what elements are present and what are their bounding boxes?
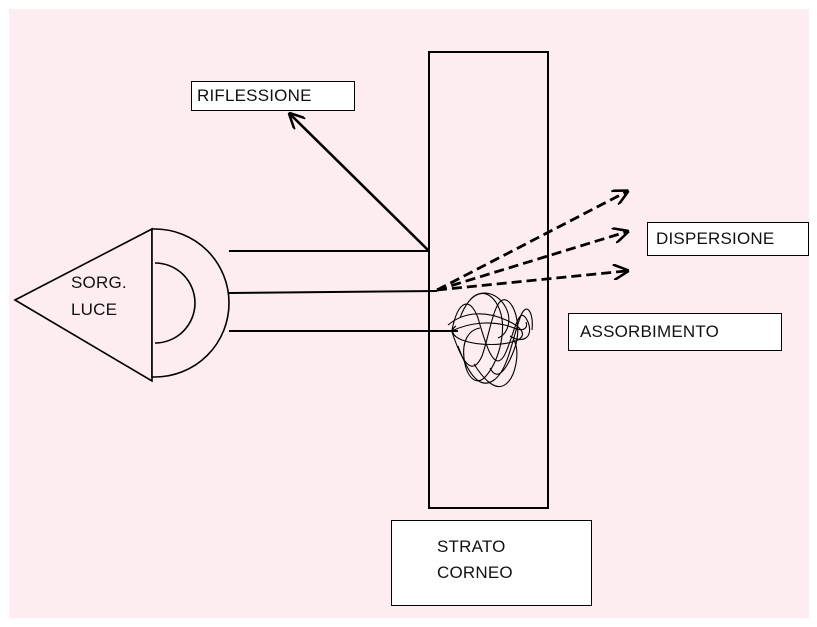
light-source-label-line1: SORG. (71, 273, 127, 293)
reflection-label: RIFLESSIONE (197, 86, 312, 105)
light-source-label-line2: LUCE (71, 300, 117, 320)
absorption-label: ASSORBIMENTO (580, 322, 719, 341)
dispersion-label: DISPERSIONE (656, 229, 774, 248)
dispersion-label-box: DISPERSIONE (647, 222, 809, 256)
stratum-corneum-label-line2: CORNEO (437, 563, 591, 583)
reflection-label-box: RIFLESSIONE (191, 81, 355, 111)
absorption-label-box: ASSORBIMENTO (568, 313, 782, 351)
stratum-corneum-label-line1: STRATO (437, 537, 591, 557)
stratum-corneum-label-box: STRATO CORNEO (391, 520, 592, 606)
